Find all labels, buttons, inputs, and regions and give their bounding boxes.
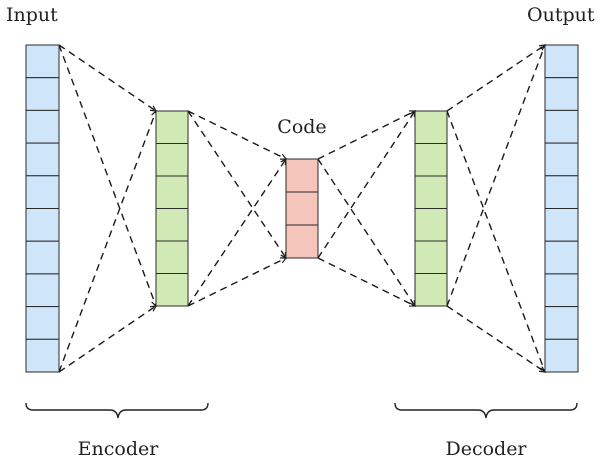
encoder-hidden-cell [155,208,189,242]
input-cell [25,175,60,210]
code-label: Code [277,116,326,138]
connections [58,43,547,374]
input-layer [25,44,60,373]
output-cell [544,338,579,373]
code-cell [285,224,319,259]
output-cell [544,273,579,308]
connection-line [187,257,287,307]
connection-line [58,305,157,373]
input-cell [25,338,60,373]
decoder-hidden-cell [414,143,448,177]
connection-line [317,158,416,307]
input-cell [25,306,60,340]
output-cell [544,306,579,340]
connection-arrowhead [279,153,288,160]
output-cell [544,109,579,144]
input-cell [25,77,60,111]
connection-arrowhead [279,257,288,264]
decoder-brace [394,402,578,419]
code-cell [285,158,319,193]
output-cell [544,77,579,111]
encoder-hidden-cell [155,110,189,144]
output-cell [544,175,579,210]
encoder-hidden-layer [155,110,189,307]
connection-line [317,257,416,307]
encoder-label: Encoder [78,438,160,460]
encoder-hidden-cell [155,175,189,209]
input-cell [25,44,60,79]
decoder-hidden-cell [414,208,448,242]
input-cell [25,208,60,242]
output-cell [544,44,579,79]
connection-line [317,110,416,160]
connection-line [446,44,546,307]
connection-line [317,110,416,259]
output-cell [544,208,579,242]
layers [25,44,579,373]
connection-line [58,110,157,373]
connection-line [187,110,287,259]
decoder-hidden-cell [414,240,448,274]
decoder-hidden-layer [414,110,448,307]
output-layer [544,44,579,373]
code-cell [285,191,319,226]
code-layer [285,158,319,259]
connection-line [446,305,546,373]
output-label: Output [527,4,595,26]
connection-line [58,44,157,112]
decoder-label: Decoder [445,438,527,460]
decoder-hidden-cell [414,273,448,307]
output-cell [544,142,579,177]
encoder-hidden-cell [155,240,189,274]
connection-line [58,44,157,307]
encoder-hidden-cell [155,143,189,177]
connection-line [446,44,546,112]
decoder-hidden-cell [414,175,448,209]
input-cell [25,273,60,308]
connection-line [187,158,287,307]
encoder-brace [25,402,209,419]
input-cell [25,240,60,275]
input-cell [25,142,60,177]
decoder-hidden-cell [414,110,448,144]
encoder-hidden-cell [155,273,189,307]
input-cell [25,109,60,144]
connection-line [187,110,287,160]
output-cell [544,240,579,275]
input-label: Input [6,4,58,26]
connection-line [446,110,546,373]
